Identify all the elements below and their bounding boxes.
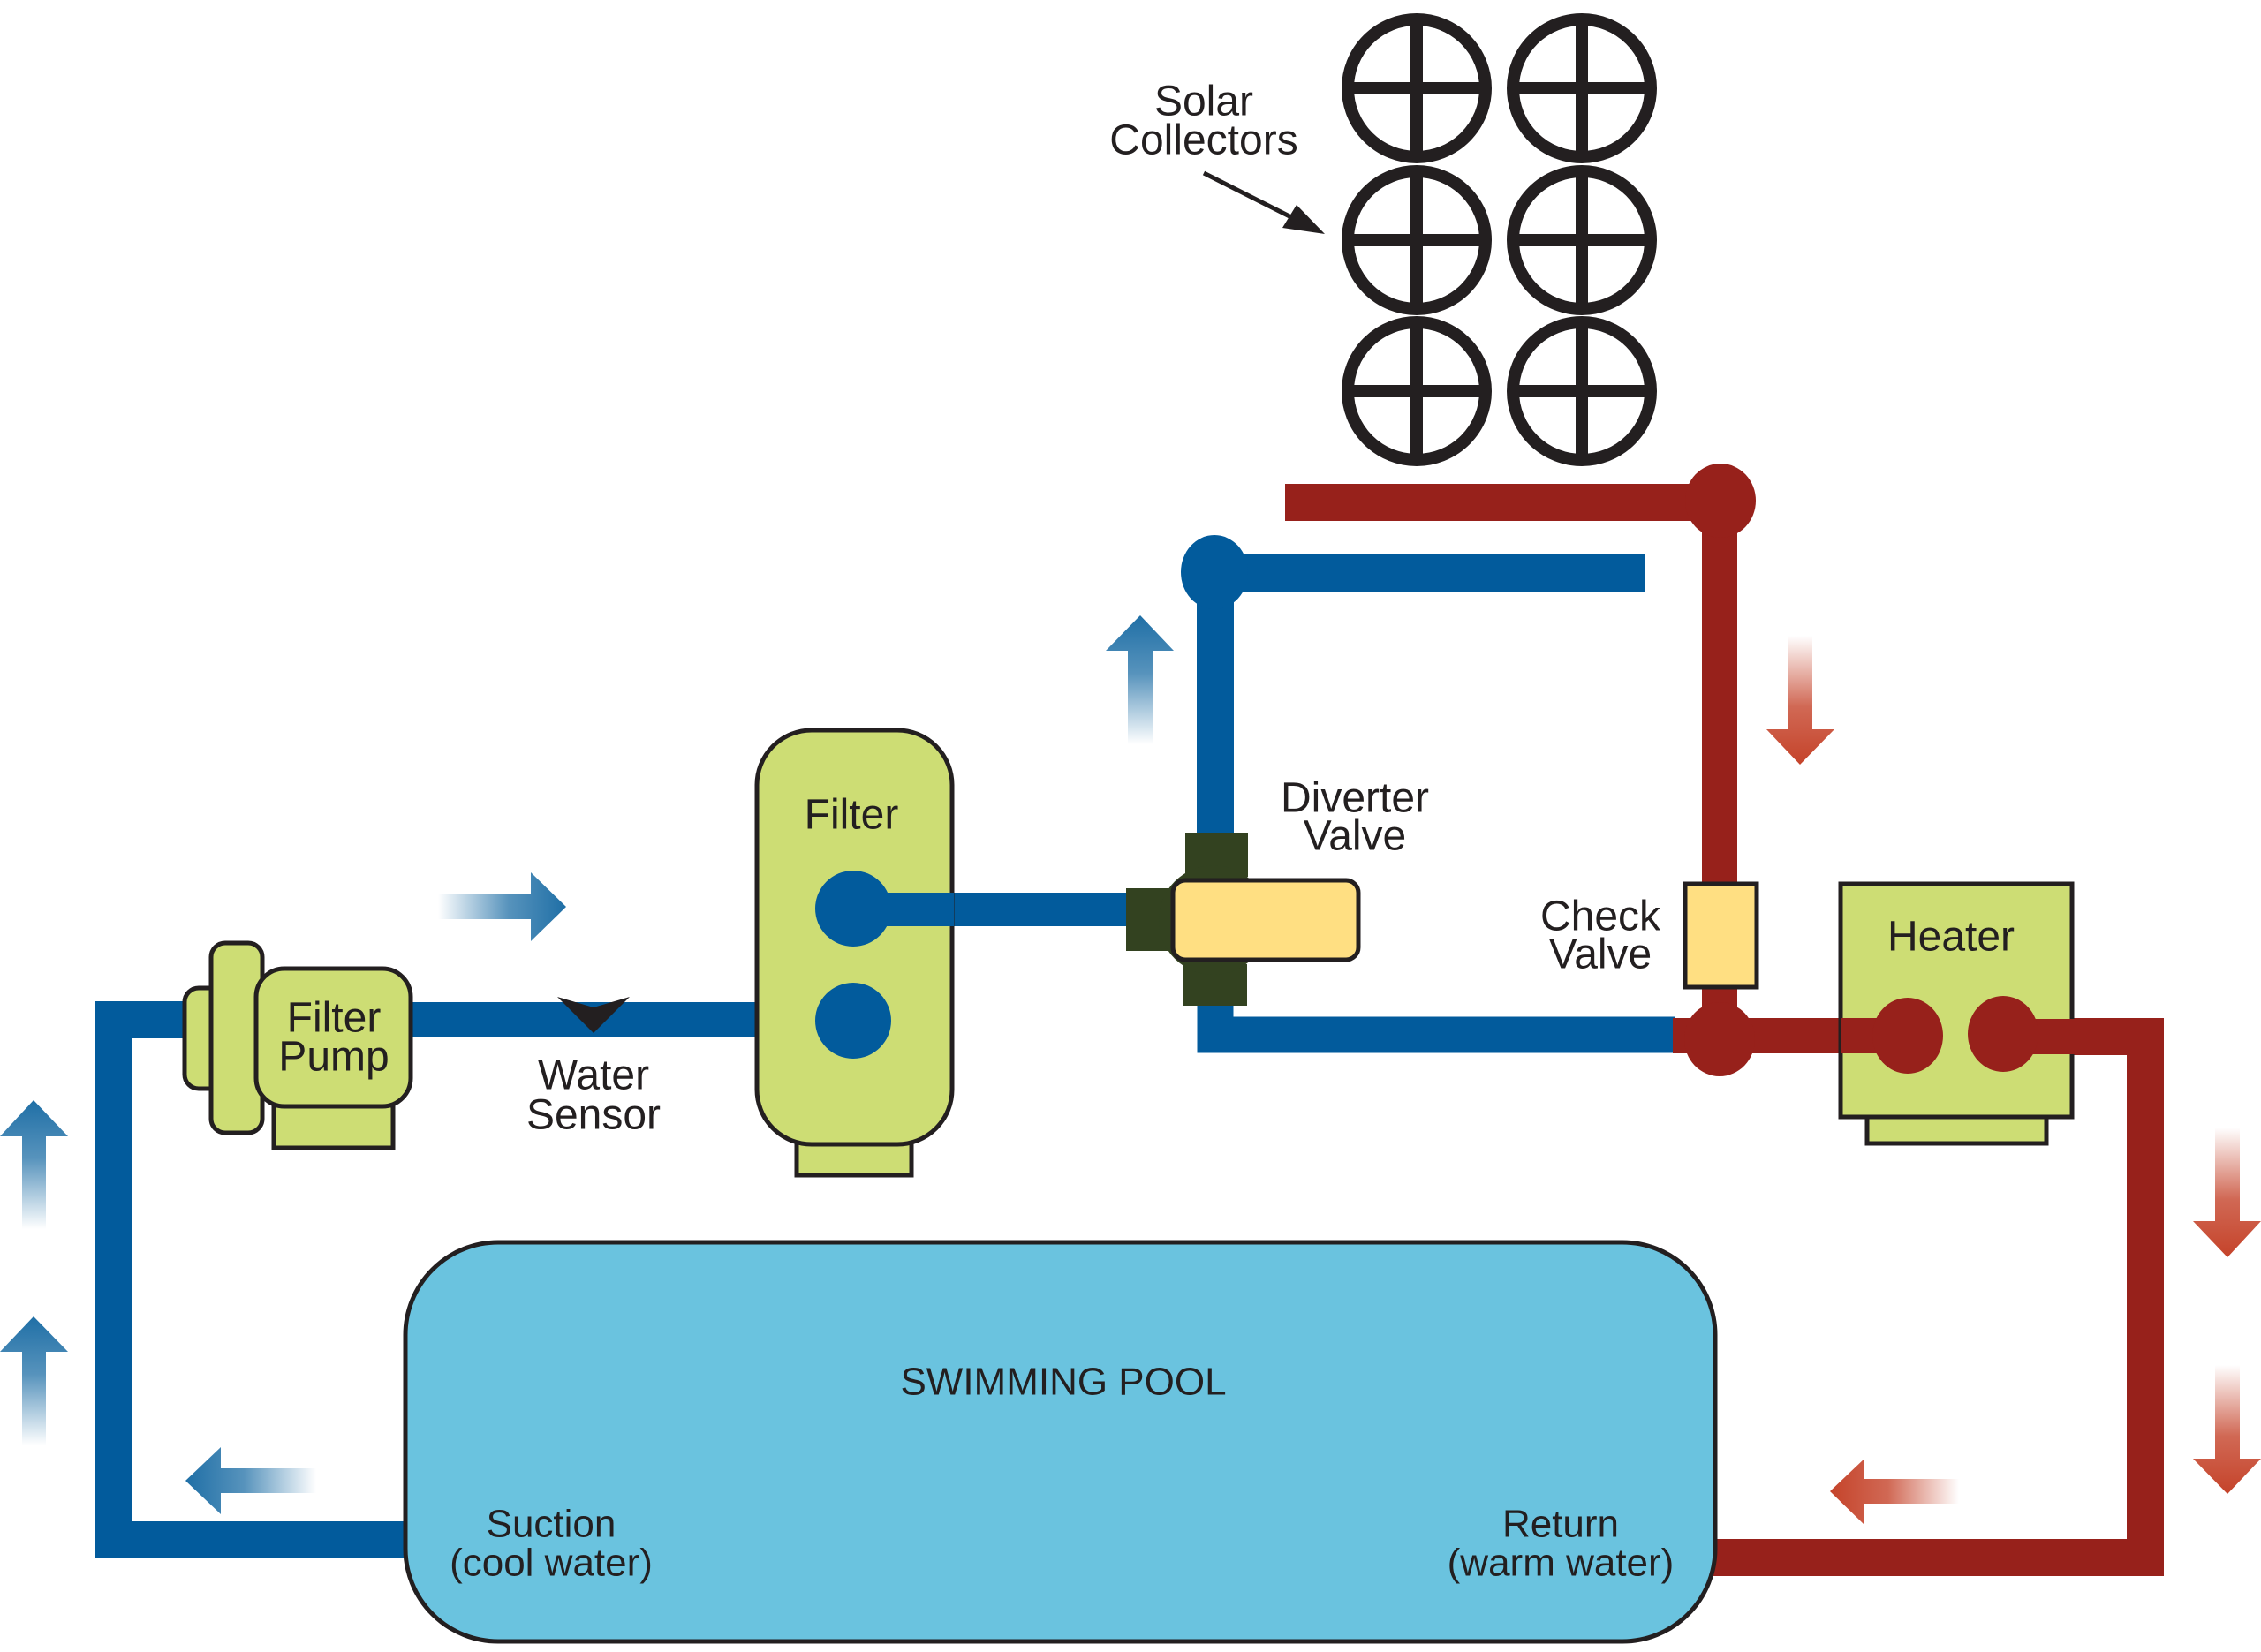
flow-arrow-left-icon (185, 1447, 316, 1514)
solar-label-line-2: Collectors (1109, 117, 1297, 164)
flow-arrow-right-icon (438, 872, 566, 941)
suction-label-line-2: (cool water) (450, 1542, 653, 1585)
swimming-pool: SWIMMING POOL Suction (cool water) Retur… (403, 1240, 1718, 1644)
sensor-label-line-2: Sensor (526, 1092, 661, 1139)
solar-collectors-label: Solar Collectors (1109, 79, 1297, 164)
check-label-line-2: Valve (1549, 932, 1652, 978)
heater-inlet-port (1872, 998, 1943, 1074)
heater-label: Heater (1887, 914, 2015, 961)
pool-label: SWIMMING POOL (900, 1361, 1226, 1404)
pump-label-line-1: Filter (287, 995, 382, 1042)
heater: Heater (1838, 881, 2076, 1146)
suction-pipe (95, 1001, 415, 1558)
filter-label: Filter (805, 792, 899, 839)
return-label-line-2: (warm water) (1448, 1542, 1675, 1585)
sensor-label-line-1: Water (538, 1052, 649, 1099)
filter: Filter (754, 728, 955, 1178)
solar-collector-icon (1342, 316, 1492, 466)
flow-arrow-down-icon (2193, 1128, 2261, 1257)
pipe-tee-joint (1684, 1002, 1755, 1076)
pointer-arrow-icon (1202, 170, 1325, 234)
solar-supply-pipe (1197, 554, 1645, 848)
diverter-label-line-1: Diverter (1281, 775, 1429, 822)
solar-collector-icon (1507, 13, 1657, 163)
solar-collectors (1342, 13, 1657, 466)
flow-arrow-up-icon (0, 1100, 68, 1229)
solar-collector-icon (1507, 165, 1657, 315)
bypass-pipe (1197, 998, 1675, 1053)
diverter-valve-handle[interactable] (1170, 878, 1361, 962)
check-label-line-1: Check (1540, 894, 1661, 940)
pipe-elbow (1181, 535, 1248, 609)
flow-arrow-down-icon (2193, 1365, 2261, 1494)
check-valve: Check Valve (1540, 881, 1759, 1076)
suction-label-line-1: Suction (487, 1503, 616, 1546)
sensor-marker-icon (557, 997, 630, 1033)
flow-arrow-up-icon (1106, 615, 1174, 744)
diverter-valve: Diverter Valve (1126, 775, 1429, 1006)
flow-arrow-down-icon (1766, 636, 1834, 765)
flow-arrow-left-icon (1830, 1459, 1959, 1525)
solar-collector-icon (1507, 316, 1657, 466)
solar-collector-icon (1342, 165, 1492, 315)
filter-outlet-port (815, 871, 891, 947)
solar-collector-icon (1342, 13, 1492, 163)
water-sensor: Water Sensor (526, 997, 661, 1139)
flow-arrow-up-icon (0, 1316, 68, 1445)
filter-pump: Filter Pump (182, 940, 413, 1150)
pump-label-line-2: Pump (278, 1034, 389, 1081)
solar-label-line-1: Solar (1154, 79, 1253, 125)
return-label-line-1: Return (1502, 1503, 1619, 1546)
filter-inlet-port (815, 983, 891, 1059)
pump-base (271, 1103, 396, 1150)
heater-outlet-port (1968, 996, 2038, 1072)
pump-motor (253, 966, 413, 1109)
heater-body (1838, 881, 2075, 1120)
diverter-label-line-2: Valve (1304, 813, 1407, 860)
pipe-elbow (1685, 464, 1756, 538)
check-valve-body (1683, 881, 1759, 990)
